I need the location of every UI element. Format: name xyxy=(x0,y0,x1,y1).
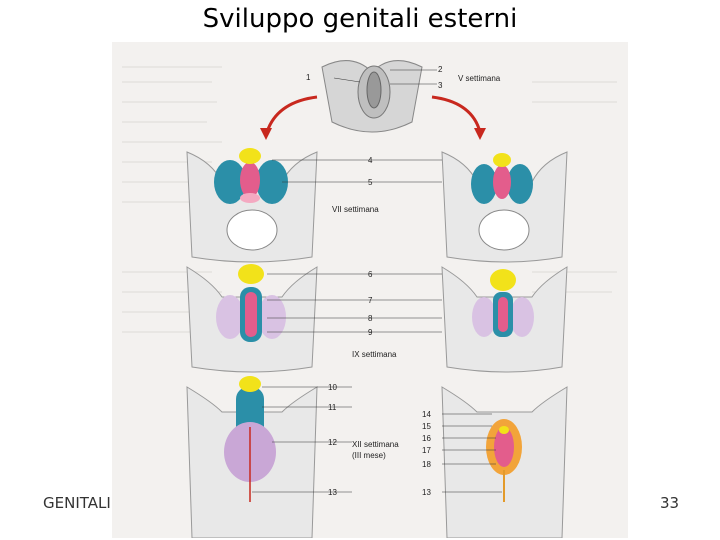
stage-label-xii: XII settimana xyxy=(352,440,399,449)
label-12: 12 xyxy=(328,438,337,447)
label-16: 16 xyxy=(422,434,431,443)
label-5: 5 xyxy=(368,178,373,187)
stage-xii-week-male xyxy=(187,376,317,538)
stage-label-ix: IX settimana xyxy=(352,350,397,359)
label-14: 14 xyxy=(422,410,431,419)
label-2: 2 xyxy=(438,65,443,74)
label-8: 8 xyxy=(368,314,373,323)
label-1: 1 xyxy=(306,73,311,82)
stage-xii-week-female xyxy=(442,387,567,538)
page-number: 33 xyxy=(660,494,679,512)
stage-label-xii-sub: (III mese) xyxy=(352,451,386,460)
label-4: 4 xyxy=(368,156,373,165)
slide-title: Sviluppo genitali esterni xyxy=(0,4,720,34)
embryology-figure: V settimana VII settimana IX settimana X… xyxy=(112,42,628,538)
label-10: 10 xyxy=(328,383,337,392)
stage-vii-week-female xyxy=(442,152,567,262)
label-18: 18 xyxy=(422,460,431,469)
label-17: 17 xyxy=(422,446,431,455)
label-6: 6 xyxy=(368,270,373,279)
stage-vii-week-male xyxy=(187,148,317,262)
stage-label-v: V settimana xyxy=(458,74,501,83)
label-13-female: 13 xyxy=(422,488,431,497)
stage-v-week xyxy=(322,61,437,132)
label-9: 9 xyxy=(368,328,373,337)
genital-development-diagram: V settimana VII settimana IX settimana X… xyxy=(112,42,628,538)
label-13-male: 13 xyxy=(328,488,337,497)
footer-section-label: GENITALI xyxy=(43,494,112,512)
stage-ix-week-female xyxy=(442,267,567,372)
label-15: 15 xyxy=(422,422,431,431)
label-11: 11 xyxy=(328,403,337,412)
label-7: 7 xyxy=(368,296,373,305)
label-3: 3 xyxy=(438,81,443,90)
stage-label-vii: VII settimana xyxy=(332,205,379,214)
